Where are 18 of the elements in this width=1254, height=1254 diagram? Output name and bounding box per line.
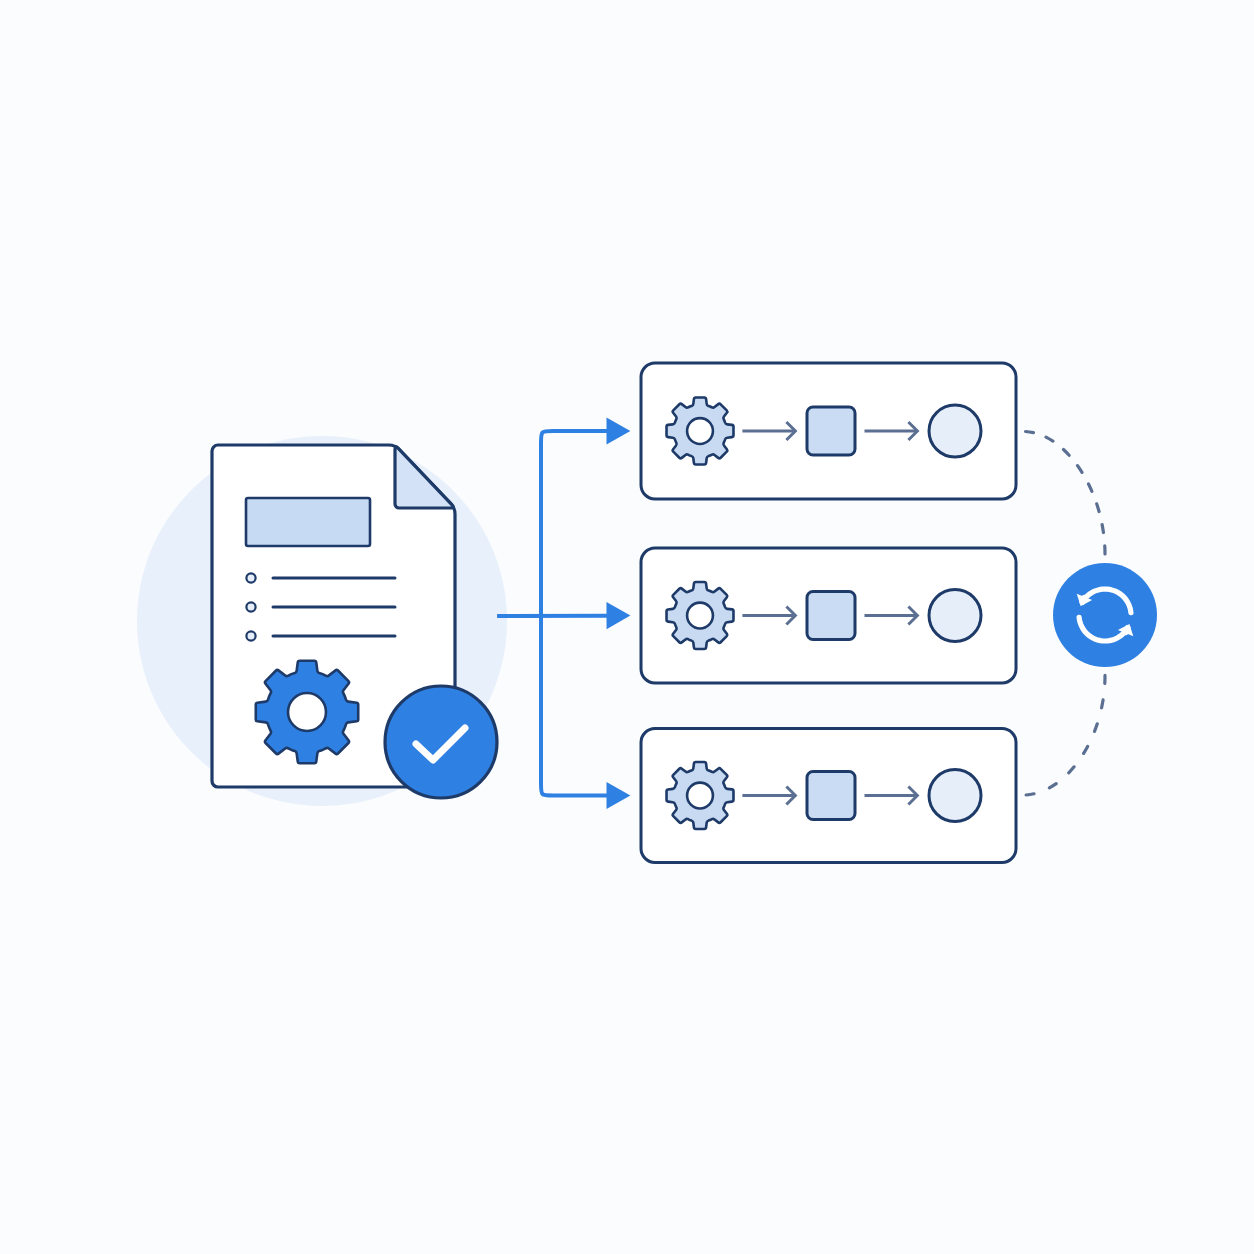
arrow xyxy=(742,605,798,626)
arrow xyxy=(742,420,798,442)
sync-icon xyxy=(1053,563,1157,667)
circle-marker xyxy=(927,588,983,643)
gear-icon xyxy=(665,396,735,466)
dashed-line xyxy=(1023,673,1107,797)
arrow xyxy=(864,420,920,442)
arrow xyxy=(864,605,920,626)
gear-icon xyxy=(665,580,735,651)
arrow xyxy=(864,785,920,806)
dashed-line xyxy=(1023,429,1107,557)
circle-marker xyxy=(927,768,983,823)
circle-marker xyxy=(927,403,983,459)
square-block xyxy=(805,770,857,821)
arrow xyxy=(742,785,798,806)
gear-icon xyxy=(665,760,735,831)
square-block xyxy=(805,590,857,641)
square-block xyxy=(805,405,857,457)
